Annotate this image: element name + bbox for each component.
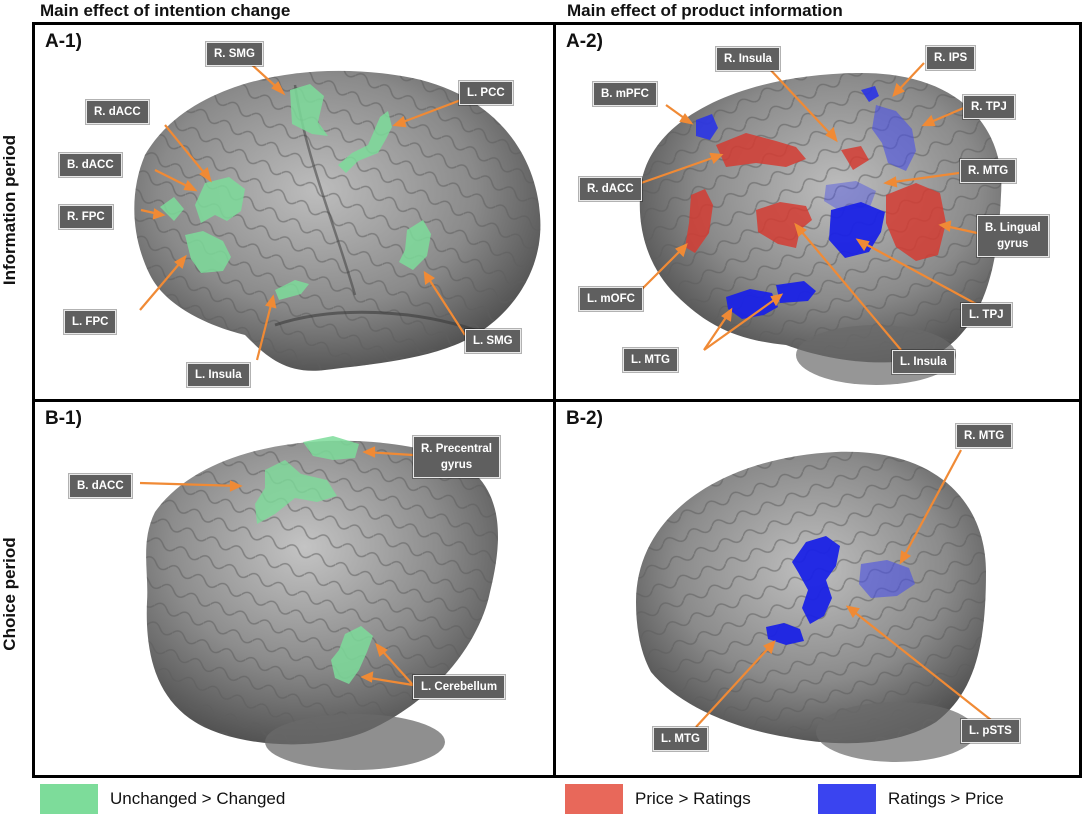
panel-id-a2: A-2) [566, 31, 603, 52]
legend-ratings: Ratings > Price [818, 784, 1004, 814]
horizontal-divider [32, 399, 1082, 402]
legend-swatch-red [565, 784, 623, 814]
column-title-intention-change: Main effect of intention change [40, 1, 291, 20]
label-b-dacc: B. dACC [59, 153, 122, 177]
label-l-fpc: L. FPC [64, 310, 117, 334]
label-l-insula: L. Insula [187, 363, 250, 387]
row-title-choice-period: Choice period [0, 537, 19, 651]
column-title-product-information: Main effect of product information [567, 1, 843, 20]
label-r-insula: R. Insula [716, 47, 780, 71]
label-l-smg: L. SMG [465, 329, 521, 353]
label-b-mpfc: B. mPFC [593, 82, 657, 106]
panel-a1: A-1) [35, 25, 553, 399]
legend-text-ratings: Ratings > Price [888, 789, 1004, 808]
label-r-precentral-gyrus: R. Precentral gyrus [413, 436, 500, 478]
label-b-lingual-gyrus: B. Lingual gyrus [977, 215, 1049, 257]
panel-b2: B-2) R. MTG L. MTG L. pSTS [556, 402, 1079, 775]
label-l-cerebellum: L. Cerebellum [413, 675, 506, 699]
legend-swatch-blue [818, 784, 876, 814]
label-r-tpj: R. TPJ [963, 95, 1015, 119]
legend-unchanged: Unchanged > Changed [40, 784, 285, 814]
label-l-psts: L. pSTS [961, 719, 1020, 743]
legend-swatch-green [40, 784, 98, 814]
label-r-fpc: R. FPC [59, 205, 113, 229]
row-title-information-period: Information period [0, 134, 19, 286]
label-b-lingual-line1: B. Lingual [985, 222, 1041, 234]
label-r-mtg: R. MTG [956, 424, 1013, 448]
label-r-precentral-line1: R. Precentral [421, 443, 492, 455]
label-r-ips: R. IPS [926, 46, 976, 70]
label-r-mtg: R. MTG [960, 159, 1017, 183]
label-l-mtg: L. MTG [623, 348, 678, 372]
label-r-dacc: R. dACC [86, 100, 149, 124]
label-r-precentral-line2: gyrus [440, 459, 473, 471]
label-l-pcc: L. PCC [459, 81, 513, 105]
label-r-smg: R. SMG [206, 42, 263, 66]
label-l-tpj: L. TPJ [961, 303, 1012, 327]
label-b-lingual-line2: gyrus [997, 238, 1029, 250]
legend-price: Price > Ratings [565, 784, 751, 814]
legend-text-price: Price > Ratings [635, 789, 751, 808]
panel-a2: A-2) [556, 25, 1079, 399]
label-l-mtg: L. MTG [653, 727, 708, 751]
label-r-dacc: R. dACC [579, 177, 642, 201]
label-l-insula: L. Insula [892, 350, 955, 374]
panel-id-b2: B-2) [566, 408, 603, 429]
label-b-dacc: B. dACC [69, 474, 132, 498]
legend-text-unchanged: Unchanged > Changed [110, 789, 286, 808]
label-l-mofc: L. mOFC [579, 287, 643, 311]
panel-id-b1: B-1) [45, 408, 82, 429]
panel-id-a1: A-1) [45, 31, 82, 52]
panel-b1: B-1) B. dACC R. Precentral gyrus [35, 402, 553, 775]
